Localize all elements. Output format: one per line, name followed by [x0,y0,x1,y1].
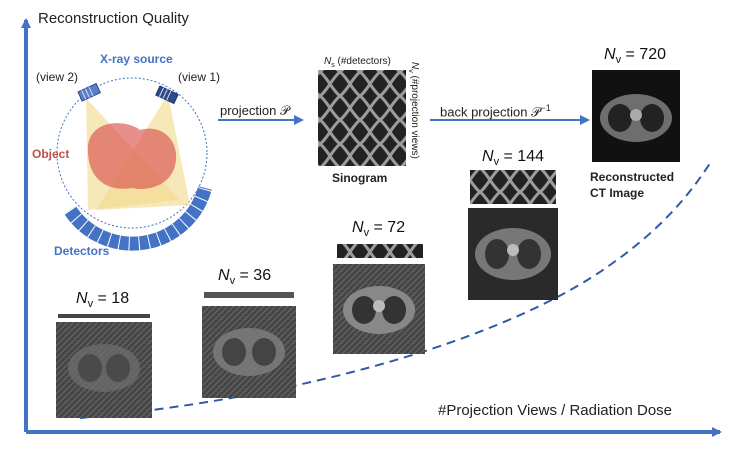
projection-label: projection 𝒫 [220,103,290,118]
nv-label-18: Nv = 18 [76,290,130,311]
ct-image-36 [202,292,296,398]
ct-image-144 [468,170,558,300]
view-1-label: (view 1) [178,70,221,84]
ct-image-18 [56,314,152,418]
y-axis-label: Reconstruction Quality [38,10,189,27]
view-2-label: (view 2) [36,70,79,84]
sinogram-nv-label: Nv (#projection views) [407,62,420,159]
object-label: Object [32,147,70,161]
object-shape [87,123,177,189]
ct-image-720 [592,70,680,162]
sinogram-image [318,70,406,166]
ct-scanner [56,77,212,251]
xray-source-view-2 [77,82,102,102]
recon-label-line-1: Reconstructed [590,170,675,184]
sinogram-label: Sinogram [332,171,388,185]
sinogram-ns-label: Ns (#detectors) [324,56,391,69]
recon-label-line-2: CT Image [590,186,645,200]
detectors-label: Detectors [54,244,110,258]
nv-label-720: Nv = 720 [604,46,666,67]
backprojection-label: back projection 𝒫−1 [440,103,551,120]
detector-arc [64,186,212,251]
nv-label-144: Nv = 144 [482,148,544,169]
ct-image-72 [333,244,425,354]
gantry-ring [56,77,208,229]
xray-source-view-1 [155,85,179,105]
xray-source-label: X-ray source [100,52,173,66]
nv-label-72: Nv = 72 [352,219,406,240]
x-axis-label: #Projection Views / Radiation Dose [438,402,673,419]
nv-label-36: Nv = 36 [218,267,272,288]
